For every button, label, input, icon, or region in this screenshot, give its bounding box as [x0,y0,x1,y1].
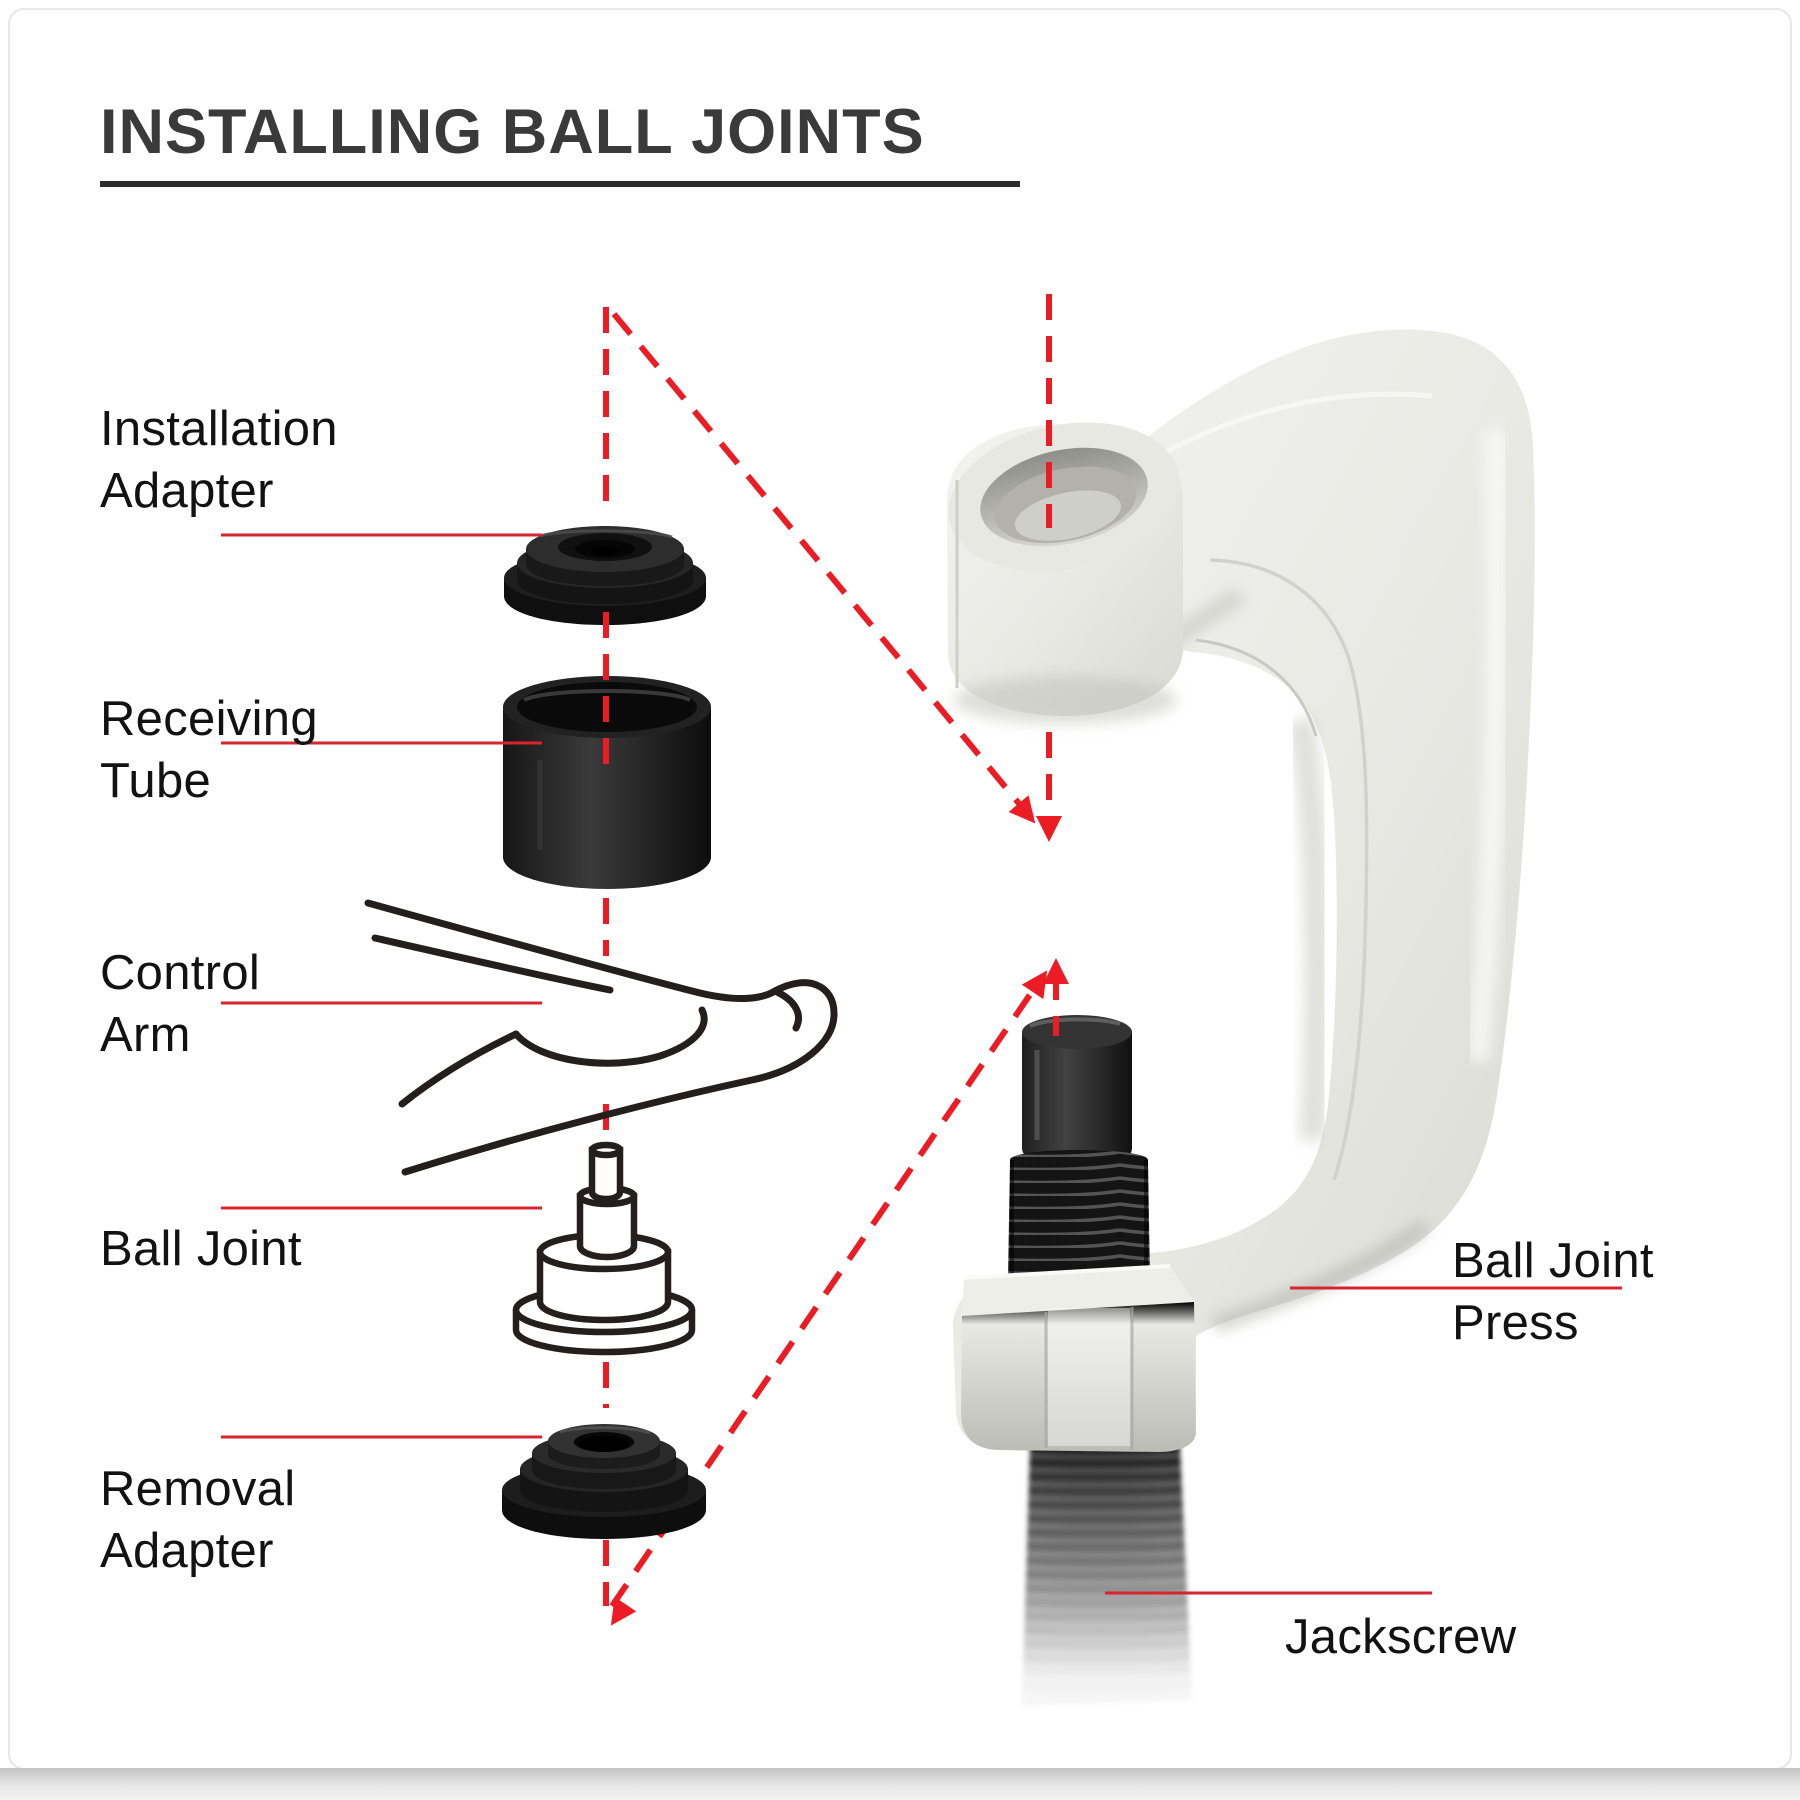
press-ring [947,422,1183,724]
label-ball-joint-press: Ball Joint Press [1452,1230,1654,1354]
arrow-down-into-press [1036,816,1062,842]
press-c-frame [952,329,1535,1453]
label-line: Jackscrew [1285,1610,1517,1664]
label-line: Ball Joint [1452,1234,1654,1288]
jackscrew-tip-top [1022,1015,1132,1049]
label-line: Control [100,946,261,1000]
label-line: Installation [100,402,338,456]
control-arm-drawing [364,899,838,1176]
jackscrew-tip [1022,1032,1132,1170]
press-contour-line [1209,558,1369,1181]
jackscrew-upper-threads [1008,1150,1150,1280]
rod-fade-overlay [1000,1444,1210,1734]
leader-lines [221,533,1622,1595]
label-installation-adapter: Installation Adapter [100,398,338,522]
label-receiving-tube: Receiving Tube [100,688,318,812]
label-line: Removal [100,1462,296,1516]
ball-joint-press-illustration [947,329,1535,1734]
installation-adapter-part [504,526,706,625]
label-line: Ball Joint [100,1222,302,1276]
label-jackscrew: Jackscrew [1285,1606,1516,1668]
jackscrew-illustration [1000,1015,1210,1734]
label-line: Arm [100,1008,191,1062]
ball-joint-drawing [512,1141,696,1356]
projection-line-top [611,312,1029,814]
label-line: Tube [100,754,212,808]
label-control-arm: Control Arm [100,942,260,1066]
label-ball-joint: Ball Joint [100,1218,302,1280]
bottom-shadow-band [0,1768,1800,1800]
press-top-ridge-highlight [1158,391,1433,458]
press-contour-line-2 [1195,638,1318,737]
label-line: Press [1452,1296,1579,1350]
press-inner-shadow [1287,717,1331,1141]
press-right-highlight [1468,429,1508,1061]
label-removal-adapter: Removal Adapter [100,1458,295,1582]
press-bottom-shadow [1212,1219,1430,1332]
press-hex-collar [961,1264,1196,1452]
page-title: INSTALLING BALL JOINTS [100,97,925,167]
label-line: Adapter [100,1524,274,1578]
label-line: Adapter [100,464,274,518]
removal-adapter-part [502,1424,706,1539]
title-underline [100,181,1020,187]
label-line: Receiving [100,692,318,746]
